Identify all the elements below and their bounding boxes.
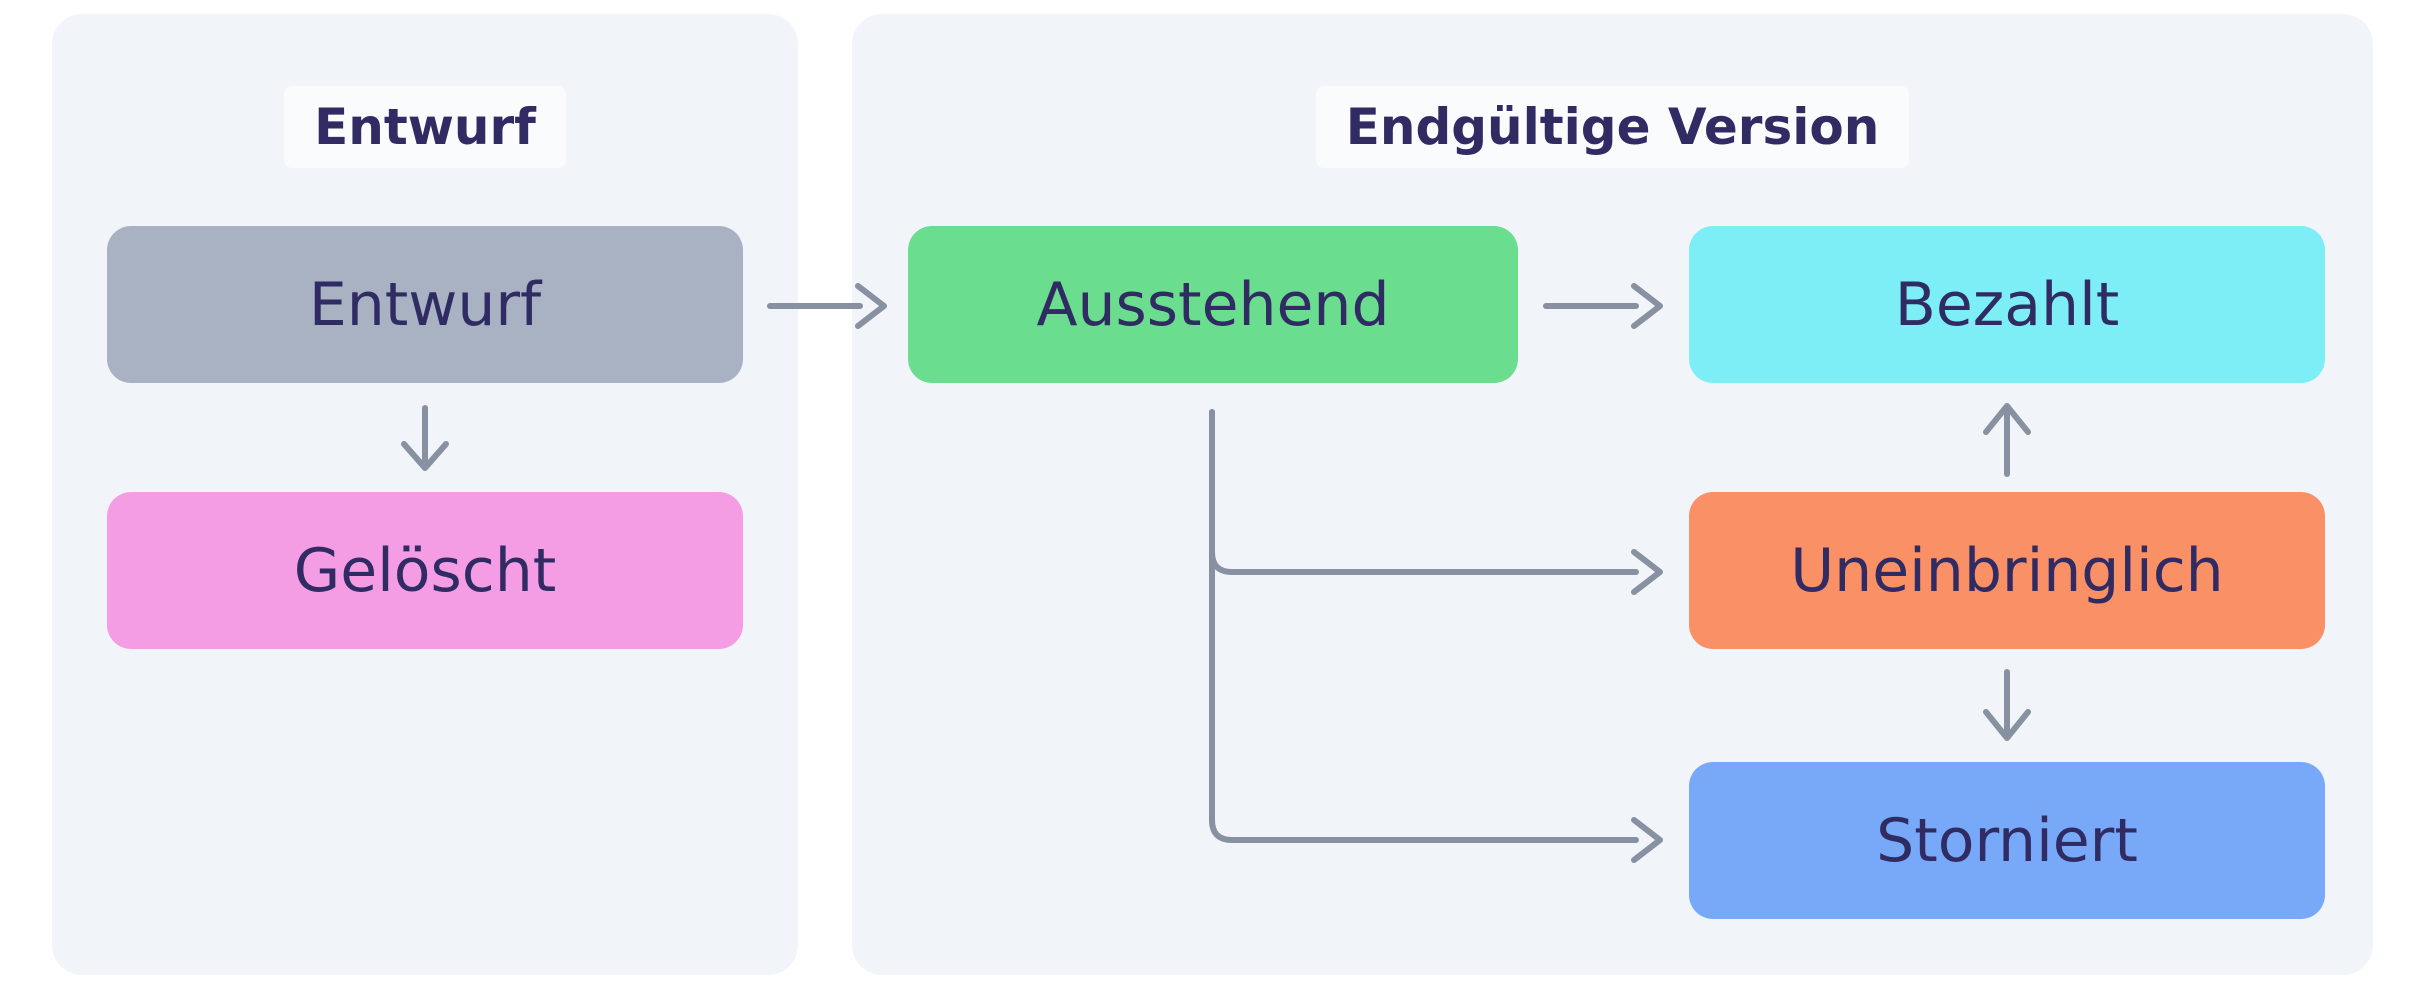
node-entwurf: Entwurf <box>107 226 743 383</box>
node-storniert-label: Storniert <box>1876 805 2138 876</box>
node-bezahlt-label: Bezahlt <box>1894 269 2120 340</box>
node-bezahlt: Bezahlt <box>1689 226 2325 383</box>
panel-endgueltige-version-title: Endgültige Version <box>1315 86 1910 168</box>
node-uneinbringlich-label: Uneinbringlich <box>1790 535 2224 606</box>
panel-entwurf-title-wrap: Entwurf <box>52 86 798 168</box>
node-geloescht: Gelöscht <box>107 492 743 649</box>
node-storniert: Storniert <box>1689 762 2325 919</box>
node-ausstehend-label: Ausstehend <box>1036 269 1390 340</box>
node-uneinbringlich: Uneinbringlich <box>1689 492 2325 649</box>
panel-entwurf-title: Entwurf <box>284 86 566 168</box>
node-entwurf-label: Entwurf <box>308 269 542 340</box>
node-geloescht-label: Gelöscht <box>293 535 557 606</box>
panel-endgueltige-version-title-wrap: Endgültige Version <box>852 86 2373 168</box>
node-ausstehend: Ausstehend <box>908 226 1518 383</box>
